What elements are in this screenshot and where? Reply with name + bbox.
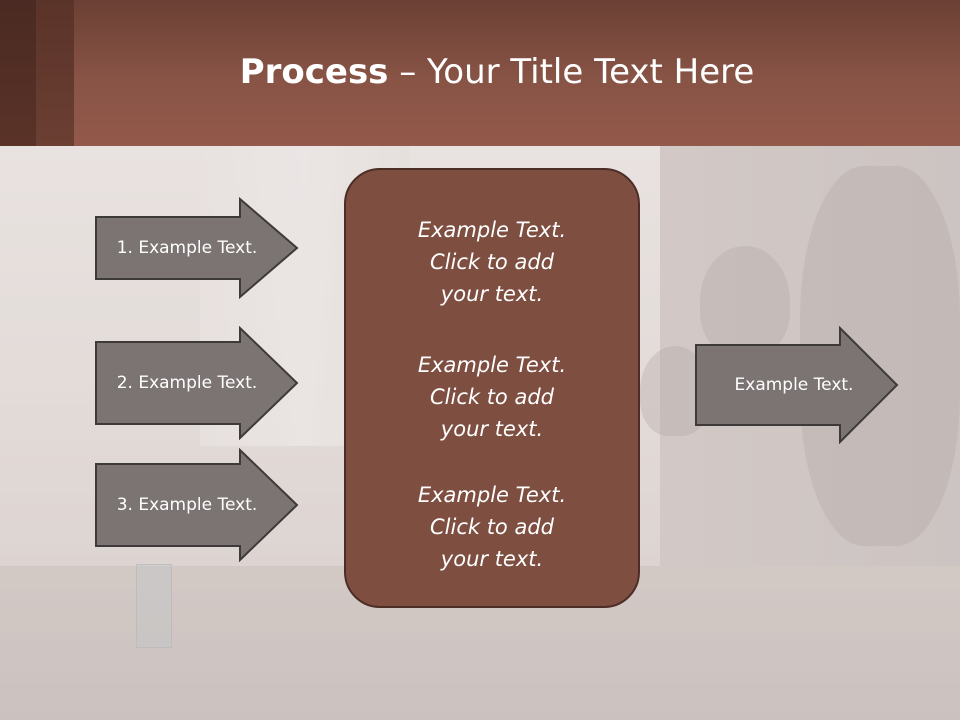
process-arrow-1[interactable]: 1. Example Text.: [94, 197, 300, 299]
arrow-label: 1. Example Text.: [116, 238, 258, 258]
text-block-1: Example Text. Click to add your text.: [346, 214, 638, 310]
process-arrow-2[interactable]: 2. Example Text.: [94, 326, 300, 440]
arrow-label: 2. Example Text.: [116, 373, 258, 393]
arrow-label: Example Text.: [734, 375, 854, 395]
text-block-3: Example Text. Click to add your text.: [346, 479, 638, 575]
text-line: Click to add: [429, 385, 554, 409]
arrow-shape: [695, 326, 899, 444]
text-line: Click to add: [429, 515, 554, 539]
text-line: your text.: [440, 547, 544, 571]
title-banner: Process – Your Title Text Here: [0, 0, 960, 146]
text-line: Example Text.: [417, 353, 567, 377]
water-glass: [136, 564, 172, 648]
text-line: Example Text.: [417, 218, 567, 242]
arrow-shape: [95, 326, 299, 440]
text-block-2: Example Text. Click to add your text.: [346, 349, 638, 445]
text-line: Example Text.: [417, 483, 567, 507]
arrow-shape: [95, 197, 299, 299]
text-line: your text.: [440, 282, 544, 306]
banner-accent-strip: [0, 0, 36, 146]
arrow-shape: [95, 448, 299, 562]
result-arrow[interactable]: Example Text.: [694, 326, 900, 444]
slide-title[interactable]: Process – Your Title Text Here: [74, 52, 920, 92]
center-text-box[interactable]: Example Text. Click to add your text. Ex…: [344, 168, 640, 608]
banner-accent-strip: [36, 0, 74, 146]
text-line: Click to add: [429, 250, 554, 274]
process-arrow-3[interactable]: 3. Example Text.: [94, 448, 300, 562]
title-bold: Process: [239, 52, 389, 92]
title-rest: – Your Title Text Here: [388, 52, 755, 92]
audience-head: [700, 246, 790, 356]
arrow-label: 3. Example Text.: [116, 495, 258, 515]
text-line: your text.: [440, 417, 544, 441]
